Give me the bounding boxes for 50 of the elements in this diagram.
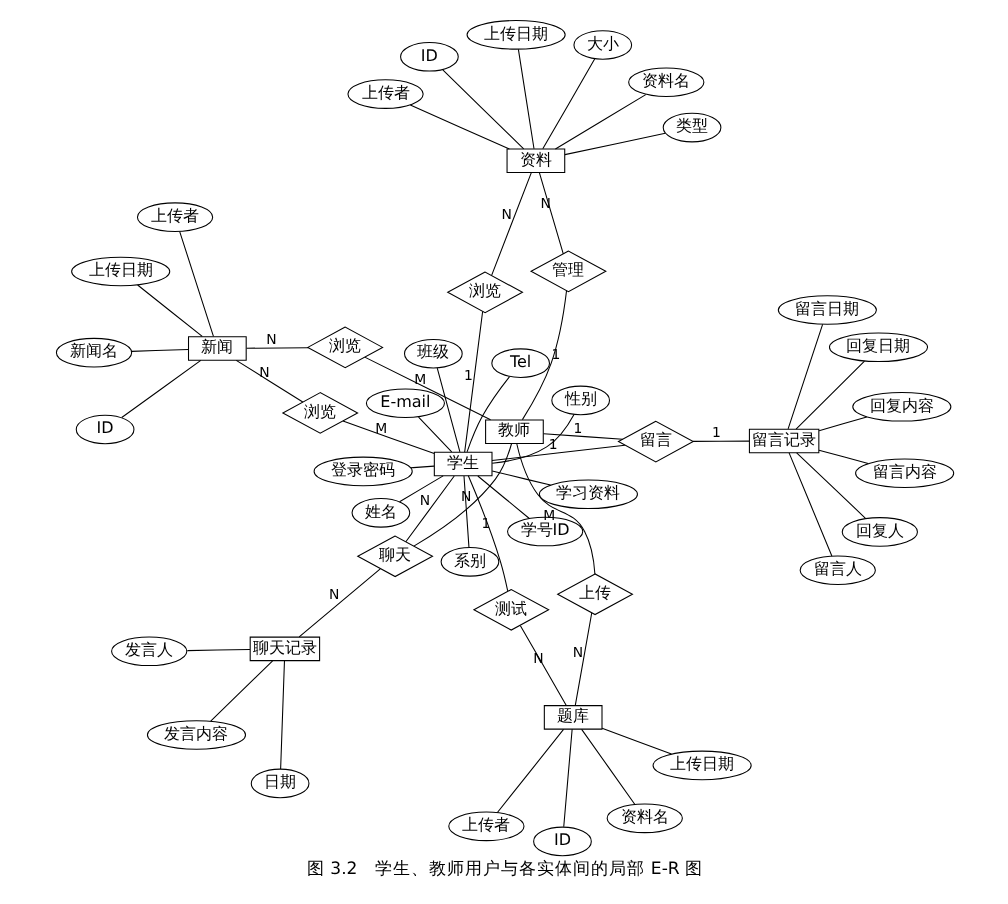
connector	[435, 367, 460, 453]
connector	[553, 94, 646, 150]
connector	[185, 648, 250, 652]
connector	[341, 420, 434, 455]
connector	[817, 416, 867, 432]
connector	[562, 728, 572, 828]
connector	[178, 231, 213, 337]
connector	[404, 475, 454, 543]
connector	[398, 475, 443, 503]
connector	[541, 58, 595, 150]
connector	[409, 465, 434, 469]
connector	[691, 440, 749, 442]
connector	[363, 356, 491, 421]
connector	[209, 660, 273, 722]
connector	[518, 625, 566, 706]
connector	[563, 132, 665, 156]
connector	[279, 660, 284, 770]
connector	[795, 452, 866, 520]
connector	[476, 475, 529, 520]
connector	[600, 727, 671, 755]
connector	[120, 359, 201, 418]
connector	[234, 359, 303, 403]
connector	[466, 475, 508, 592]
connector	[136, 284, 202, 337]
connector	[441, 69, 524, 150]
connector	[412, 442, 512, 547]
connector	[515, 443, 595, 575]
connector	[573, 612, 592, 707]
connector	[520, 290, 567, 421]
connector	[537, 172, 563, 255]
connector	[490, 172, 531, 276]
connector	[542, 433, 623, 440]
connector	[463, 311, 483, 453]
connector	[417, 416, 452, 453]
connector	[490, 444, 625, 462]
connector	[297, 568, 380, 638]
connector	[516, 48, 534, 150]
connector	[787, 452, 832, 557]
connector	[817, 449, 868, 464]
connector	[495, 728, 564, 813]
connector	[465, 376, 510, 453]
connector	[786, 323, 823, 430]
connector	[245, 347, 308, 349]
connector	[580, 728, 635, 805]
connector	[490, 413, 574, 464]
connector	[130, 348, 188, 352]
connector	[408, 104, 509, 150]
connector	[490, 470, 551, 486]
caption: 图 3.2 学生、教师用户与各实体间的局部 E-R 图	[305, 859, 703, 880]
connector	[794, 360, 865, 430]
